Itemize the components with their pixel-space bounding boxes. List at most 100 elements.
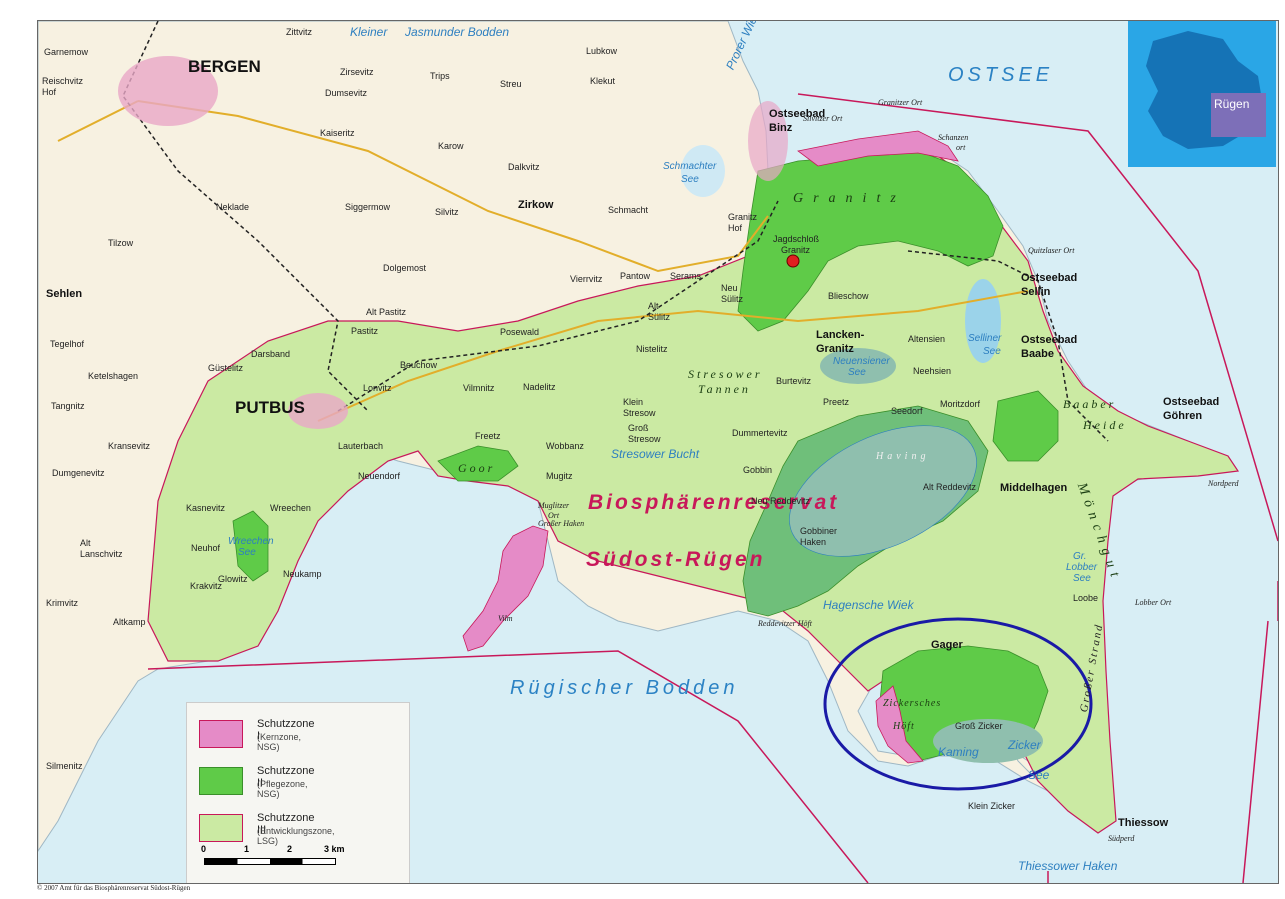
town-silvitz: Silvitz bbox=[435, 207, 459, 217]
town-thiessow: Thiessow bbox=[1118, 817, 1169, 829]
town-dumgenevitz: Dumgenevitz bbox=[52, 468, 105, 478]
town-vilmnitz: Vilmnitz bbox=[463, 383, 495, 393]
town-area-binz bbox=[748, 101, 788, 181]
highlight-ellipse bbox=[823, 617, 1093, 791]
town-altlanschvitz-1: Alt bbox=[80, 538, 91, 548]
town-krimvitz: Krimvitz bbox=[46, 598, 78, 608]
town-reischvitz: Reischvitz bbox=[42, 76, 84, 86]
town-gobbinerhaken-1: Gobbiner bbox=[800, 526, 838, 536]
town-trips: Trips bbox=[430, 71, 450, 81]
town-bergen: BERGEN bbox=[188, 57, 261, 76]
town-mugitz: Mugitz bbox=[546, 471, 573, 481]
water-grlobber-1: Gr. bbox=[1073, 551, 1087, 562]
town-lauterbach: Lauterbach bbox=[338, 441, 384, 451]
town-altensien: Altensien bbox=[908, 334, 946, 344]
town-krakvitz: Krakvitz bbox=[190, 581, 223, 591]
town-grosszicker: Groß Zicker bbox=[955, 721, 1003, 731]
water-thiessower-haken: Thiessower Haken bbox=[1018, 859, 1118, 873]
forest-stresower-1: Stresower bbox=[688, 367, 763, 381]
forest-goor: Goor bbox=[458, 461, 496, 475]
scale-label-1: 1 bbox=[244, 844, 250, 854]
water-wreechen-2: See bbox=[238, 547, 256, 558]
town-kransevitz: Kransevitz bbox=[108, 441, 151, 451]
legend-zone1-swatch bbox=[199, 720, 243, 748]
town-lancken-1: Lancken- bbox=[816, 329, 865, 341]
reserve-label-line2: Südost-Rügen bbox=[586, 548, 766, 571]
town-dalkvitz: Dalkvitz bbox=[508, 162, 540, 172]
town-tegelhof: Tegelhof bbox=[50, 339, 85, 349]
water-neuensiener-1: Neuensiener bbox=[833, 356, 890, 367]
inset-label-ruegen: Rügen bbox=[1214, 97, 1250, 111]
scale-label-2: 2 bbox=[287, 844, 293, 854]
town-zirsevitz: Zirsevitz bbox=[340, 67, 374, 77]
zone1-granitzer-ort bbox=[797, 130, 959, 167]
town-loobe: Loobe bbox=[1073, 593, 1099, 603]
town-putbus: PUTBUS bbox=[235, 398, 305, 417]
inset-map: Rügen bbox=[1128, 21, 1276, 167]
town-garnemow: Garnemow bbox=[44, 47, 89, 57]
water-grlobber-3: See bbox=[1073, 573, 1091, 584]
town-kasnevitz: Kasnevitz bbox=[186, 503, 226, 513]
zone1-zickersches-hoeft bbox=[875, 685, 924, 764]
town-zirkow: Zirkow bbox=[518, 199, 554, 211]
town-neuhof: Neuhof bbox=[191, 543, 221, 553]
town-gager: Gager bbox=[931, 639, 963, 651]
town-sehlen: Sehlen bbox=[46, 288, 83, 300]
water-schmachter-2: See bbox=[681, 174, 699, 185]
cape-suedperd: Südperd bbox=[1108, 834, 1135, 843]
cape-nordperd: Nordperd bbox=[1208, 479, 1239, 488]
lake-schmachter-see bbox=[681, 145, 725, 197]
town-gobbin: Gobbin bbox=[743, 465, 773, 475]
water-jasmunder-bodden: Jasmunder Bodden bbox=[405, 25, 510, 39]
town-area-bergen bbox=[118, 56, 218, 126]
zone1-vilm bbox=[462, 525, 549, 652]
town-granitzhof-2: Hof bbox=[728, 223, 743, 233]
scale-label-3km: 3 km bbox=[324, 844, 345, 854]
town-altlanschvitz-2: Lanschvitz bbox=[80, 549, 123, 559]
cape-vilm: Vilm bbox=[498, 614, 513, 623]
forest-granitz: Granitz bbox=[793, 191, 906, 206]
forest-baaber-2: Heide bbox=[1083, 418, 1127, 432]
town-gobbinerhaken-2: Haken bbox=[800, 537, 827, 547]
town-altsuelitz-1: Alt bbox=[648, 301, 659, 311]
town-preetz: Preetz bbox=[823, 397, 850, 407]
town-altsuelitz-2: Sülitz bbox=[648, 312, 671, 322]
cape-quitzlaser-ort: Quitzlaser Ort bbox=[1028, 246, 1075, 255]
town-gohren-1: Ostseebad bbox=[1163, 396, 1220, 408]
town-neusuelitz-1: Neu bbox=[721, 283, 738, 293]
cape-lobber-ort: Lobber Ort bbox=[1135, 598, 1172, 607]
town-beuchow: Beuchow bbox=[400, 360, 438, 370]
water-selliner-2: See bbox=[983, 346, 1001, 357]
legend-zone1-title: Schutzzone I bbox=[257, 718, 315, 742]
town-grossstresow-2: Stresow bbox=[628, 434, 661, 444]
town-ketelshagen: Ketelshagen bbox=[88, 371, 139, 381]
town-area-putbus bbox=[288, 393, 348, 429]
cape-silvitzer-ort: Silvitzer Ort bbox=[803, 114, 843, 123]
town-baabe-2: Baabe bbox=[1021, 348, 1055, 360]
cape-granitzer-ort: Granitzer Ort bbox=[878, 98, 923, 107]
town-tilzow: Tilzow bbox=[108, 238, 134, 248]
town-pastitz: Pastitz bbox=[351, 326, 379, 336]
town-silmenitz: Silmenitz bbox=[46, 761, 83, 771]
town-binz-1: Ostseebad bbox=[769, 108, 826, 120]
water-kaming: Kaming bbox=[938, 745, 979, 759]
cape-schanzen-2: ort bbox=[956, 143, 966, 152]
town-neukamp: Neukamp bbox=[283, 569, 322, 579]
town-vierrvitz: Vierrvitz bbox=[570, 274, 603, 284]
legend-zone2-swatch bbox=[199, 767, 243, 795]
town-seedorf: Seedorf bbox=[891, 406, 923, 416]
town-reischvitz-hof: Hof bbox=[42, 87, 57, 97]
lake-kaming bbox=[933, 719, 1043, 763]
water-wreechen-1: Wreechen bbox=[228, 536, 274, 547]
town-posewald: Posewald bbox=[500, 327, 540, 337]
map-legend: Schutzzone I (Kernzone, NSG) Schutzzone … bbox=[186, 702, 410, 883]
town-wreechen: Wreechen bbox=[270, 503, 311, 513]
town-lonvitz: Lonvitz bbox=[363, 383, 392, 393]
town-jagdschloss-1: Jagdschloß bbox=[773, 234, 820, 244]
water-zicker-2: See bbox=[1028, 768, 1050, 782]
legend-zone1-sub: (Kernzone, NSG) bbox=[257, 732, 302, 752]
town-altpastitz: Alt Pastitz bbox=[366, 307, 407, 317]
forest-zickersches: Zickersches bbox=[883, 698, 942, 709]
town-middelhagen: Middelhagen bbox=[1000, 482, 1068, 494]
zone2-wreechen bbox=[232, 510, 269, 582]
